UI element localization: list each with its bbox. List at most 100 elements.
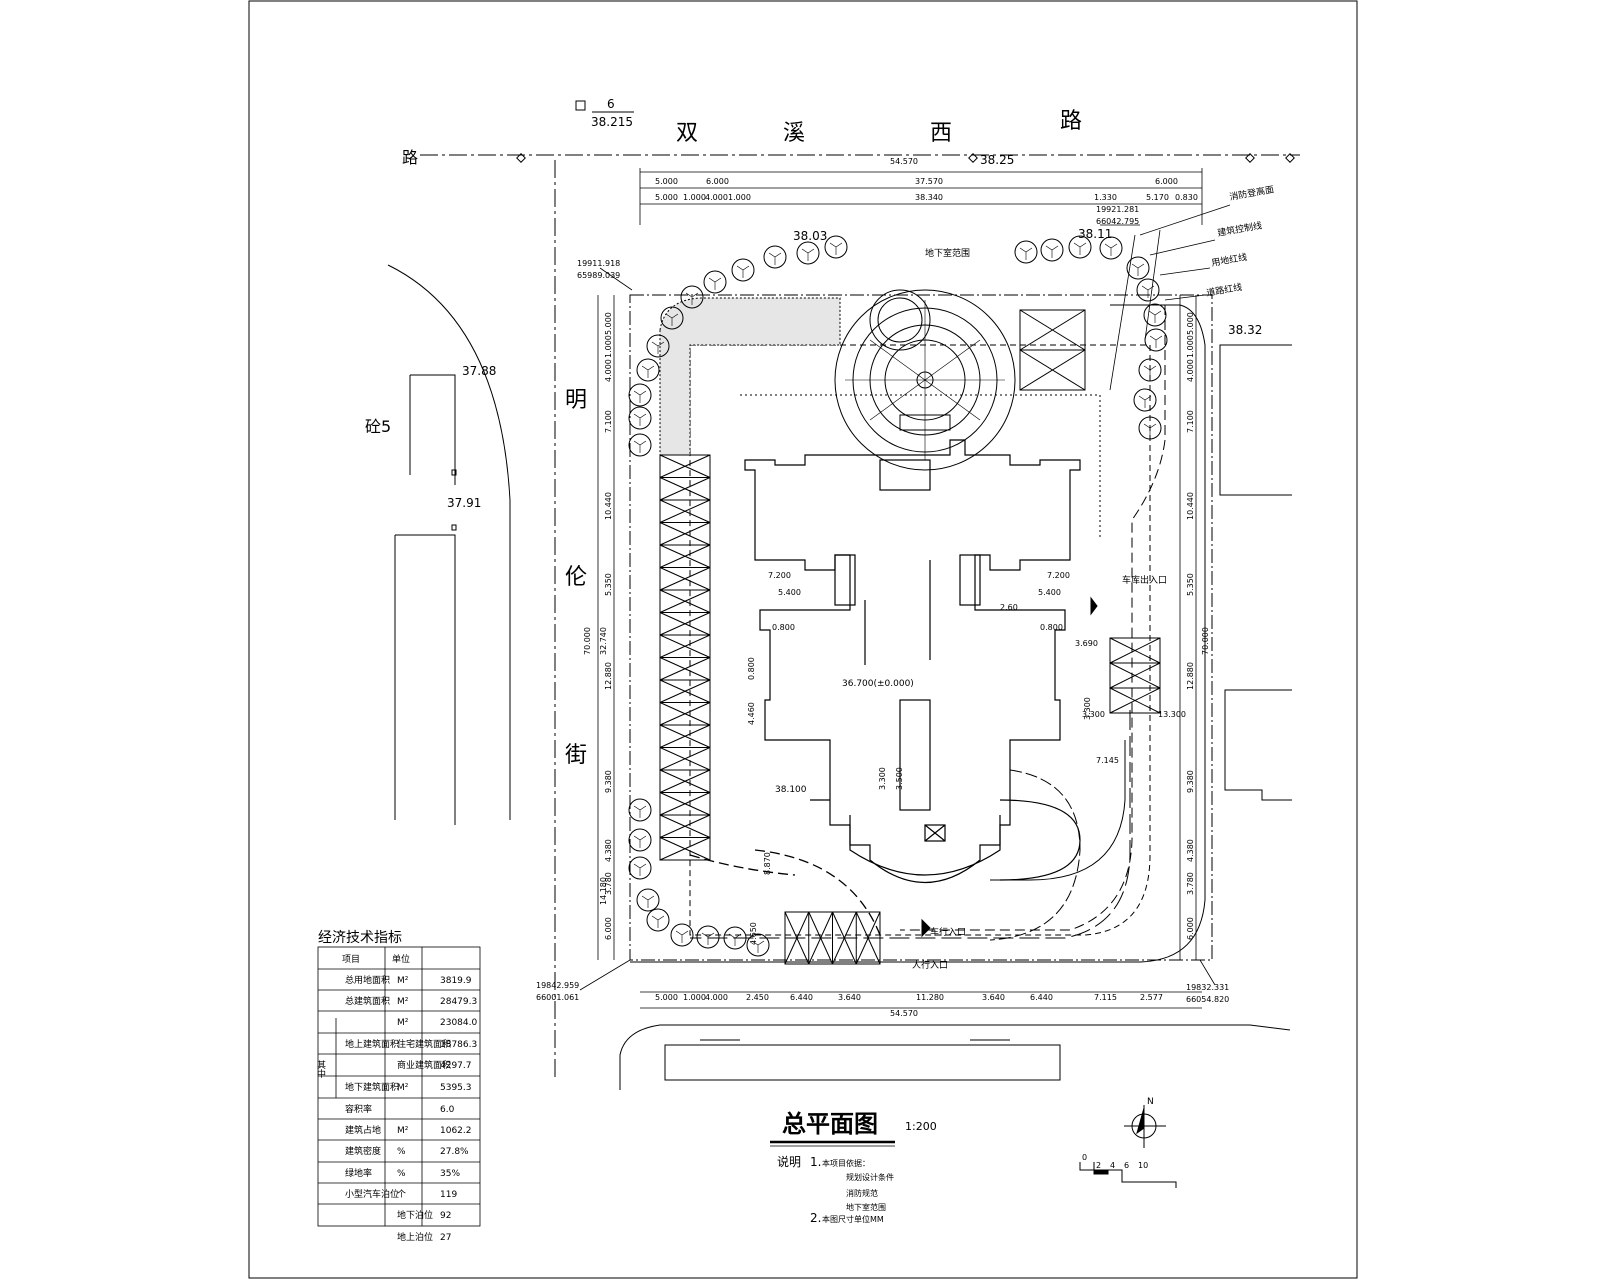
table-cell-value: 35%: [440, 1169, 460, 1179]
parking-strip-west: [659, 454, 711, 861]
elevation-label: 37.91: [447, 496, 481, 510]
tree-icon: [636, 358, 660, 382]
drawing-scale: 1:200: [905, 1120, 937, 1133]
north-road: [420, 100, 1300, 1080]
tree-icon: [646, 908, 670, 932]
tree-icon: [680, 285, 704, 309]
tree-icon: [670, 923, 694, 947]
scale-tick-label: 2: [1096, 1161, 1101, 1170]
street-name-char: 街: [565, 743, 587, 768]
table-cell-item: 小型汽车泊位: [345, 1188, 399, 1200]
dim-inner: 3.300: [878, 767, 887, 790]
dim-bottom: 2.450: [746, 993, 769, 1002]
east-building-north: [1219, 344, 1292, 496]
dim-left: 7.100: [604, 410, 613, 433]
road-sign-icon: [516, 153, 526, 163]
dim-right: 10.440: [1186, 492, 1195, 520]
dim-inner: 5.400: [1038, 588, 1061, 597]
dim-inner: 3.690: [1075, 639, 1098, 648]
table-cell-value: 119: [440, 1190, 457, 1200]
dim-right-total: 70.000: [1201, 627, 1210, 655]
table-cell-unit: M²: [397, 1018, 409, 1028]
tree-icon: [1133, 388, 1157, 412]
table-heading: 经济技术指标: [318, 930, 402, 946]
tree-icon: [1040, 238, 1064, 262]
road-name-char: 路: [1060, 109, 1082, 134]
coord-x: 19842.959: [536, 981, 579, 990]
table-cell-value: 6.0: [440, 1105, 455, 1115]
tree-row: [628, 235, 1168, 957]
tree-icon: [628, 406, 652, 430]
dim-top: 1.330: [1094, 193, 1117, 202]
dim-inner: 7.200: [1047, 571, 1070, 580]
dim-right-column: 5.000 1.000 4.000 7.100 10.440 5.350 12.…: [1186, 312, 1210, 940]
green-belt: [630, 297, 1206, 963]
tree-icon: [731, 258, 755, 282]
notes-line: 规划设计条件: [846, 1172, 894, 1182]
south-building-1: [664, 1044, 1061, 1081]
dim-left: 10.440: [604, 492, 613, 520]
tree-icon: [746, 933, 770, 957]
street-name-char: 明: [565, 388, 587, 413]
dim-right: 1.000: [1186, 335, 1195, 358]
coord-y: 66001.061: [536, 993, 579, 1002]
tree-icon: [1138, 416, 1162, 440]
dim-right: 6.000: [1186, 917, 1195, 940]
table-cell-unit: 地上泊位: [397, 1231, 433, 1243]
tree-icon: [796, 241, 820, 265]
table-col-unit: 单位: [392, 953, 410, 965]
dim-left: 5.350: [604, 573, 613, 596]
scale-bar: [1079, 1162, 1177, 1188]
tree-icon: [703, 270, 727, 294]
table-cell-item: 绿地率: [345, 1167, 372, 1179]
tree-icon: [660, 306, 684, 330]
dim-top-total: 54.570: [890, 157, 918, 166]
dim-top: 1.000: [683, 193, 706, 202]
notes-line: 本项目依据：: [822, 1158, 870, 1168]
dim-inner: 3.500: [895, 767, 904, 790]
scale-tick-label: 6: [1124, 1161, 1129, 1170]
table-cell-value: 23084.0: [440, 1018, 477, 1028]
callout-leaders: [579, 204, 1231, 991]
drawing-title: 总平面图: [782, 1110, 878, 1138]
table-group-label: 其中: [315, 1060, 326, 1079]
dim-bottom: 3.640: [982, 993, 1005, 1002]
elevation-label: 38.32: [1228, 323, 1262, 337]
tree-icon: [628, 798, 652, 822]
table-cell-value: 92: [440, 1211, 451, 1221]
street-name-char: 伦: [565, 565, 587, 590]
callout-label: 道路红线: [1205, 281, 1243, 299]
dim-inner: 0.800: [1040, 623, 1063, 632]
table-cell-item: 建筑占地: [345, 1124, 381, 1136]
callout-label: 建筑控制线: [1216, 219, 1262, 239]
dim-inner: 4.650: [749, 922, 758, 945]
elevation-label: 38.100: [775, 785, 807, 795]
tree-icon: [824, 235, 848, 259]
dim-left-total: 70.000: [583, 627, 592, 655]
garage-ramp: [989, 769, 1081, 941]
dim-top: 5.000: [655, 193, 678, 202]
table-cell-item: 建筑密度: [345, 1145, 381, 1157]
site-boundary: [629, 294, 1213, 961]
dim-left: 4.380: [604, 839, 613, 862]
dim-bottom: 1.000: [683, 993, 706, 1002]
road-corner-char: 路: [402, 148, 418, 167]
table-cell-item: 总建筑面积: [345, 995, 390, 1007]
scale-tick-label: 4: [1110, 1161, 1115, 1170]
sheet-border: [248, 0, 1358, 1279]
dim-right: 12.880: [1186, 662, 1195, 690]
dim-right: 3.780: [1186, 872, 1195, 895]
dim-top: 0.830: [1175, 193, 1198, 202]
dim-left-total: 32.740: [599, 627, 608, 655]
callout-label: 消防登高面: [1228, 183, 1274, 203]
dim-inner: 0.800: [772, 623, 795, 632]
tree-icon: [1014, 240, 1038, 264]
road-sign-icon: [1285, 153, 1295, 163]
dim-left: 4.000: [604, 359, 613, 382]
table-cell-unit: M²: [397, 976, 409, 986]
table-cell-value: 1062.2: [440, 1126, 472, 1136]
road-name-char: 溪: [783, 121, 805, 146]
dim-left: 3.780: [604, 872, 613, 895]
dim-inner: 3.300: [1082, 710, 1105, 719]
table-cell-item: 总用地面积: [345, 974, 390, 986]
